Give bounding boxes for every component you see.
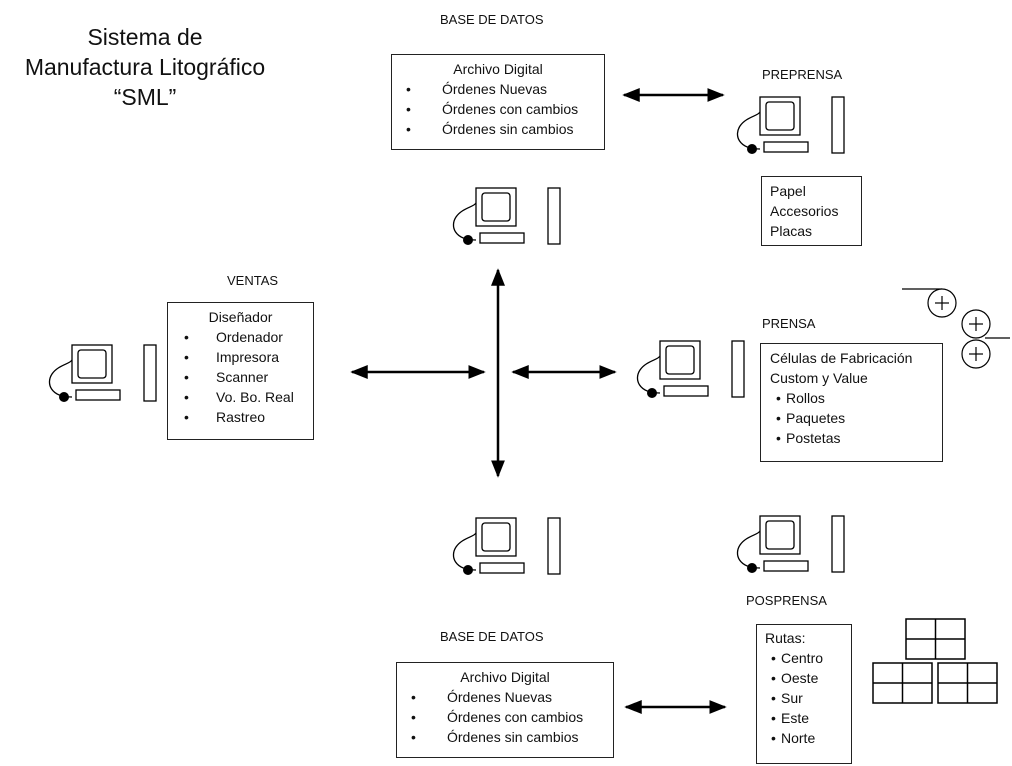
db-top-item: Órdenes sin cambios [398, 119, 598, 139]
title-line-2: Manufactura Litográfico [24, 54, 266, 80]
ventas-item: Rastreo [178, 407, 307, 427]
ventas-item: Impresora [178, 347, 307, 367]
preprensa-box: Papel Accesorios Placas [761, 176, 862, 246]
posprensa-item: Centro [765, 648, 843, 668]
db-bottom-box: Archivo Digital Órdenes Nuevas Órdenes c… [396, 662, 614, 758]
ventas-item: Scanner [178, 367, 307, 387]
stacked-boxes-icon [872, 618, 998, 704]
computer-icon-posprensa [736, 515, 845, 574]
db-top-item: Órdenes con cambios [398, 99, 598, 119]
db-bottom-label: BASE DE DATOS [440, 629, 544, 644]
db-bottom-header: Archivo Digital [460, 669, 550, 685]
title-line-3: “SML” [113, 84, 177, 110]
prensa-item: Postetas [770, 428, 933, 448]
prensa-header-1: Células de Fabricación [770, 350, 913, 366]
db-top-box: Archivo Digital Órdenes Nuevas Órdenes c… [391, 54, 605, 150]
db-bottom-item: Órdenes Nuevas [403, 687, 607, 707]
preprensa-item: Accesorios [770, 203, 839, 219]
posprensa-box: Rutas: Centro Oeste Sur Este Norte [756, 624, 852, 764]
db-top-item: Órdenes Nuevas [398, 79, 598, 99]
diagram-title: Sistema de Manufactura Litográfico “SML” [0, 22, 290, 112]
ventas-item: Ordenador [178, 327, 307, 347]
ventas-label: VENTAS [227, 273, 279, 288]
ventas-box: Diseñador Ordenador Impresora Scanner Vo… [167, 302, 314, 440]
computer-icon-ventas [48, 344, 157, 403]
prensa-box: Células de Fabricación Custom y Value Ro… [760, 343, 943, 462]
posprensa-item: Sur [765, 688, 843, 708]
preprensa-item: Papel [770, 183, 806, 199]
press-rollers-icon [902, 288, 1010, 369]
db-bottom-item: Órdenes sin cambios [403, 727, 607, 747]
preprensa-label: PREPRENSA [762, 67, 843, 82]
db-top-header: Archivo Digital [453, 61, 543, 77]
prensa-header-2: Custom y Value [770, 370, 868, 386]
posprensa-header: Rutas: [765, 630, 806, 646]
posprensa-item: Este [765, 708, 843, 728]
computer-icon-prensa [636, 340, 745, 399]
db-top-label: BASE DE DATOS [440, 12, 544, 27]
title-line-1: Sistema de [87, 24, 203, 50]
prensa-item: Rollos [770, 388, 933, 408]
computer-icon-preprensa [736, 96, 845, 155]
posprensa-item: Oeste [765, 668, 843, 688]
computer-icon-center-top [452, 187, 561, 246]
ventas-item: Vo. Bo. Real [178, 387, 307, 407]
prensa-label: PRENSA [762, 316, 816, 331]
posprensa-label: POSPRENSA [746, 593, 827, 608]
posprensa-item: Norte [765, 728, 843, 748]
preprensa-item: Placas [770, 223, 813, 239]
prensa-item: Paquetes [770, 408, 933, 428]
db-bottom-item: Órdenes con cambios [403, 707, 607, 727]
ventas-header: Diseñador [208, 309, 273, 325]
computer-icon-center-bottom [452, 517, 561, 576]
